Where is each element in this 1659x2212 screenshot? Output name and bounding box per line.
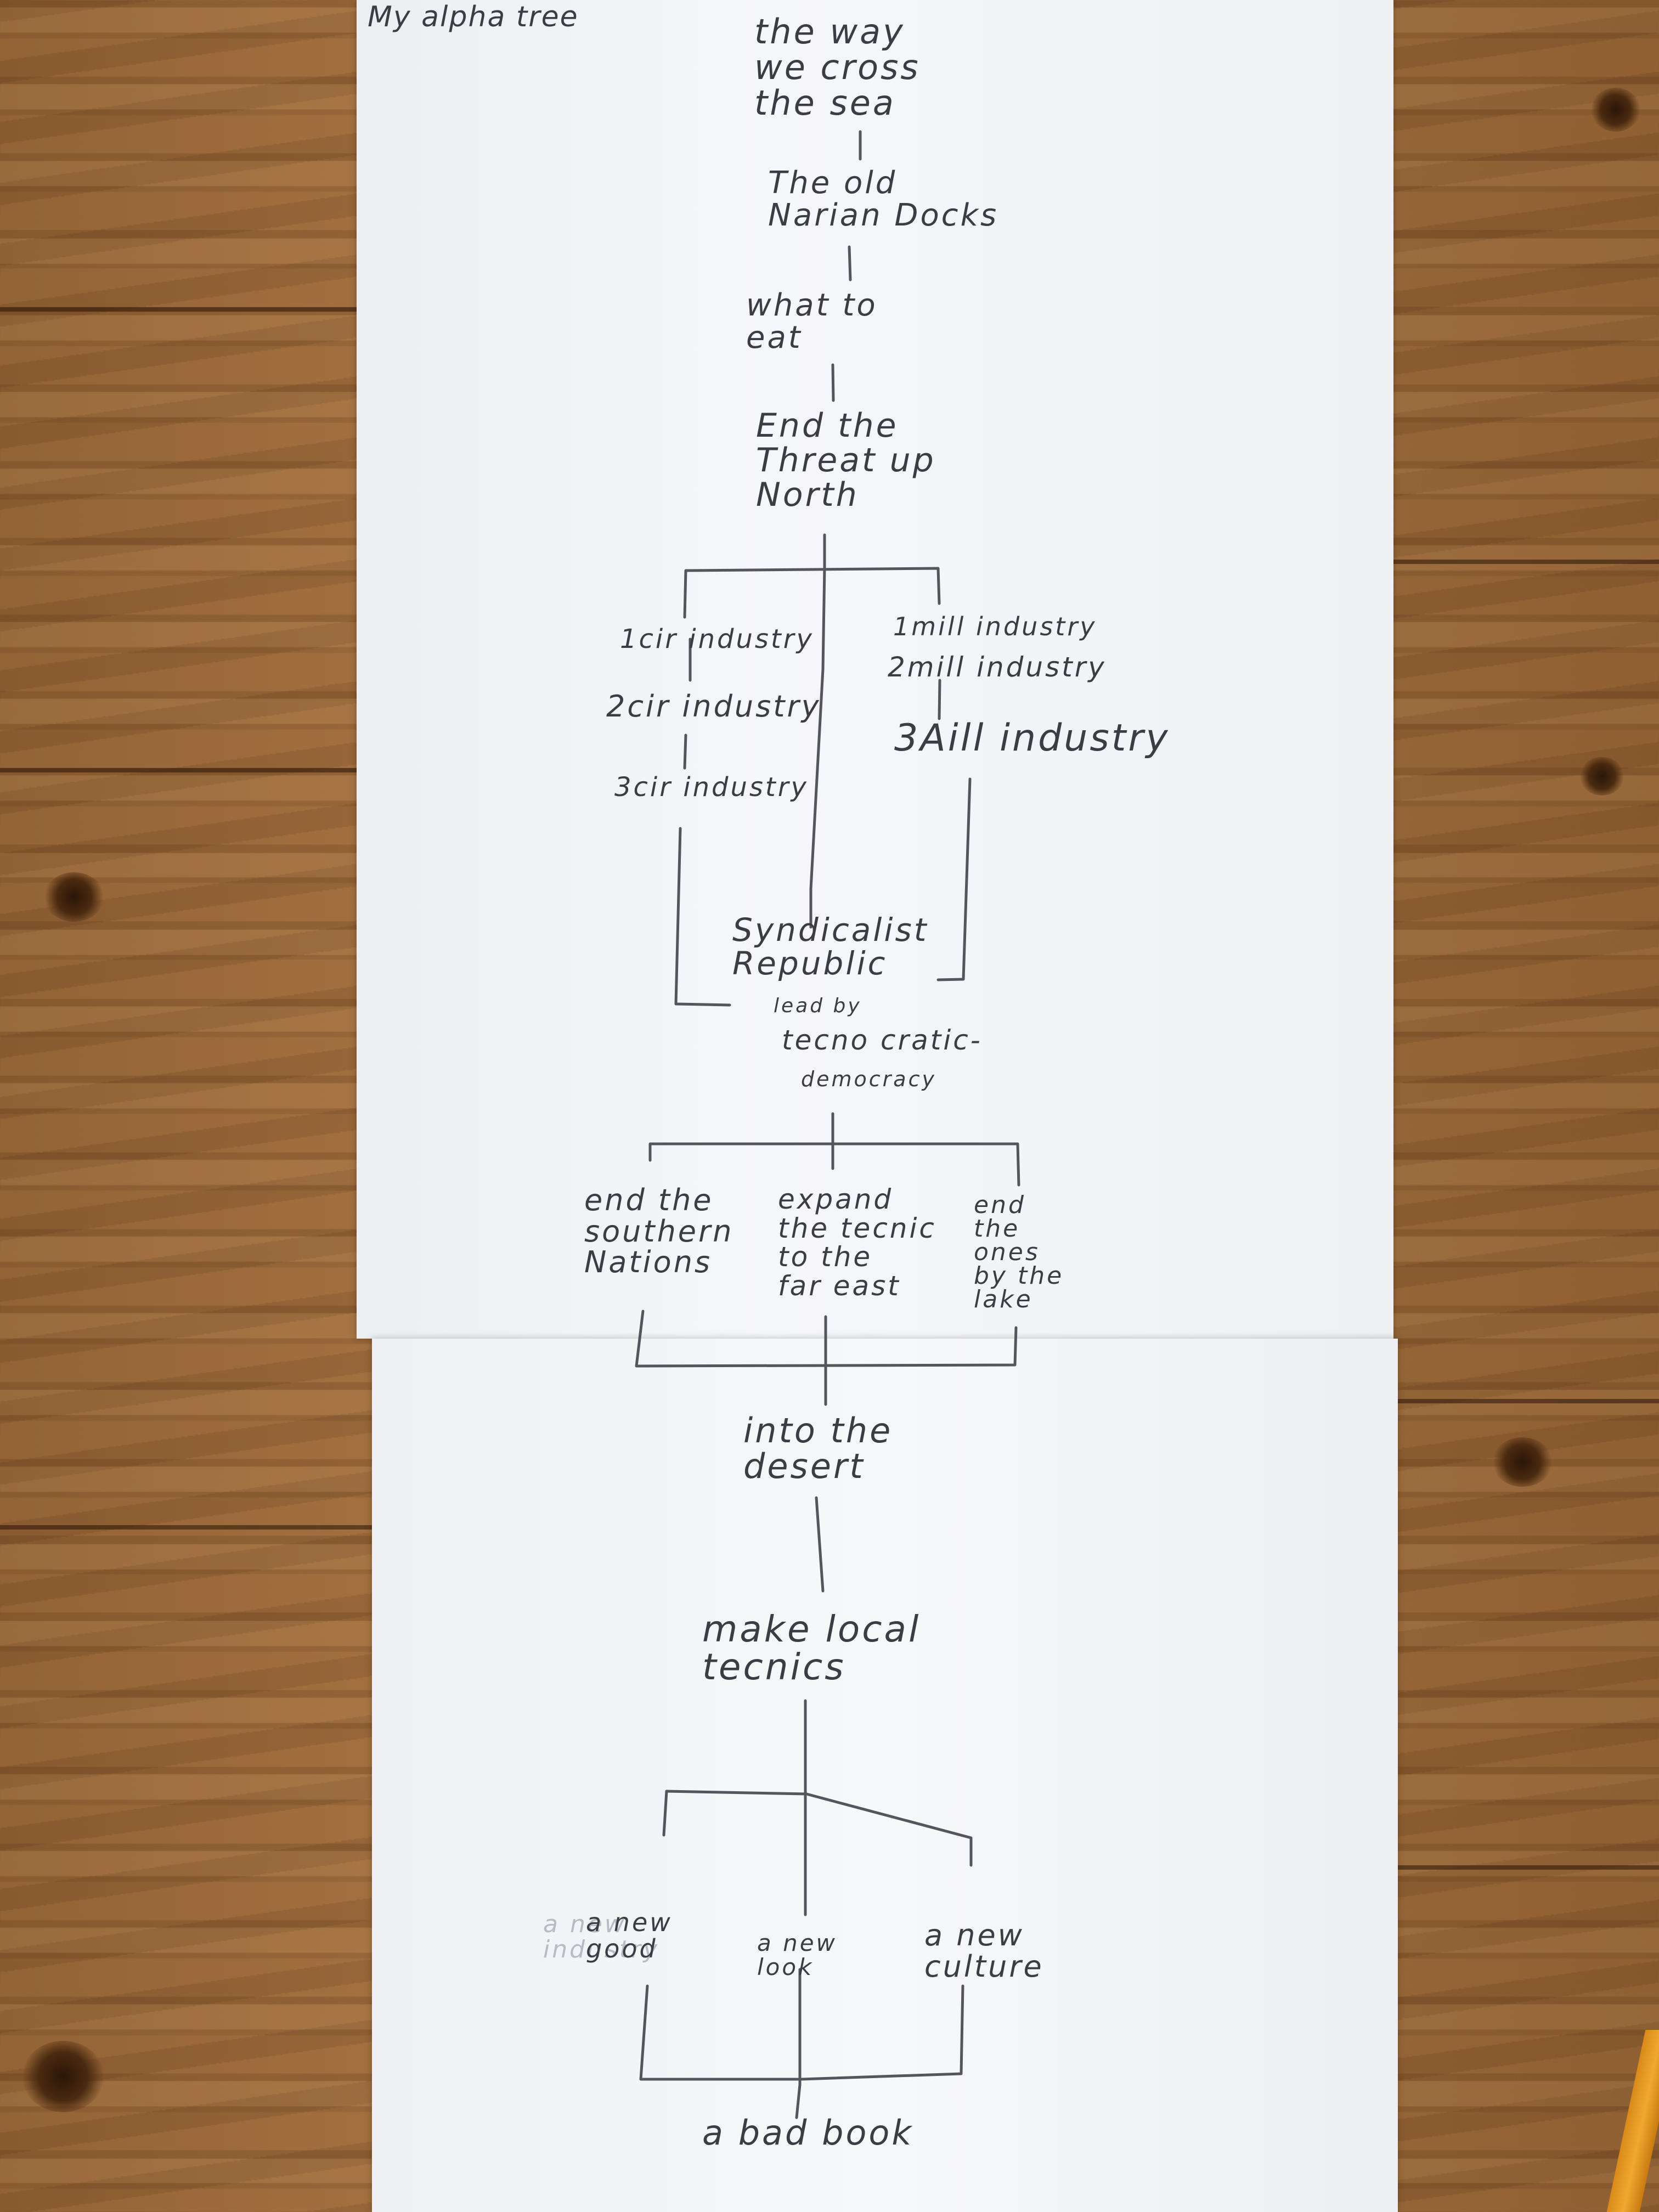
node-docks: The old Narian Docks — [768, 165, 999, 233]
node-civ-industry-2: 2cir industry — [606, 689, 821, 724]
node-lead-by: lead by — [774, 995, 862, 1017]
node-civ-industry-1: 1cir industry — [620, 624, 814, 654]
connector-line — [809, 566, 826, 929]
paper-sheet-bottom — [372, 1339, 1398, 2212]
node-crossing: the way we cross the sea — [754, 12, 921, 123]
node-civ-industry-3: 3cir industry — [614, 772, 809, 803]
connector-line — [936, 777, 972, 981]
node-new-good: a new good — [586, 1908, 673, 1964]
node-new-look: a new look — [757, 1929, 837, 1981]
wood-knot — [22, 2041, 104, 2112]
connector-line — [683, 733, 687, 770]
connector-line — [795, 1968, 802, 2119]
node-local-tecnics: make local tecnics — [702, 1608, 921, 1689]
node-mil-industry-3: 3Aill industry — [894, 716, 1170, 760]
node-lake: end the ones by the lake — [974, 1191, 1064, 1314]
node-syndicalist-republic: Syndicalist Republic — [732, 911, 929, 982]
connector-line — [848, 245, 852, 281]
node-bad-book: a bad book — [702, 2113, 914, 2153]
node-desert: into the desert — [743, 1410, 893, 1487]
wood-seam — [1393, 1399, 1659, 1403]
connector-line — [662, 1790, 973, 1867]
node-new-industry-erased: a new industry — [543, 1910, 660, 1964]
wood-knot — [1580, 757, 1624, 795]
wood-seam — [1393, 1865, 1659, 1870]
wood-seam — [0, 768, 362, 772]
wood-seam — [0, 1525, 373, 1530]
paper-sheet-top — [357, 0, 1393, 1339]
node-far-east: expand the tecnic to the far east — [778, 1183, 936, 1302]
connector-line — [938, 679, 941, 720]
node-technocratic: tecno cratic- — [782, 1024, 983, 1056]
connector-line — [639, 1984, 964, 2081]
node-mil-industry-1: 1mill industry — [893, 612, 1097, 641]
node-eat: what to eat — [746, 287, 878, 356]
connector-line — [815, 1496, 825, 1593]
connector-line — [648, 1142, 1020, 1187]
wood-knot — [44, 872, 104, 922]
node-mil-industry-2: 2mill industry — [888, 651, 1107, 683]
node-new-culture: a new culture — [924, 1918, 1044, 1984]
wood-knot — [1492, 1437, 1553, 1487]
node-threat: End the Threat up North — [756, 407, 936, 514]
wood-seam — [0, 307, 362, 312]
wood-knot — [1591, 88, 1640, 132]
tree-title: My alpha tree — [368, 1, 579, 33]
node-southern-nations: end the southern Nations — [584, 1183, 734, 1280]
connector-line — [674, 827, 731, 1007]
connector-line — [683, 567, 941, 619]
wood-seam — [1393, 560, 1659, 564]
node-democracy: democracy — [801, 1067, 936, 1091]
